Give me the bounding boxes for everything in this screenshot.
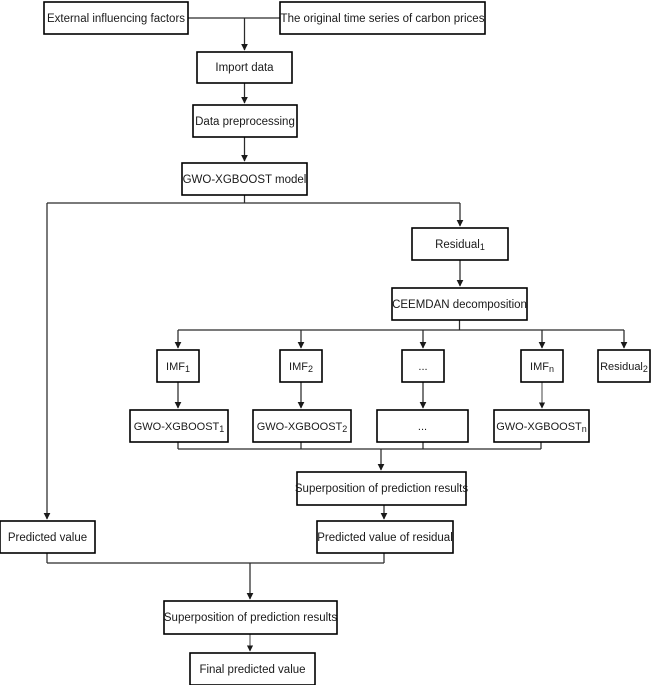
node-imf1[interactable]: IMF1	[156, 349, 200, 383]
node-label-final-predicted-value: Final predicted value	[199, 664, 305, 676]
node-label-ceemdan-decomposition: CEEMDAN decomposition	[392, 299, 527, 311]
node-superposition-lower[interactable]: Superposition of prediction results	[163, 600, 338, 635]
node-residual2[interactable]: Residual2	[597, 349, 651, 383]
node-label-external-influencing-factors: External influencing factors	[47, 13, 185, 25]
node-data-preprocessing[interactable]: Data preprocessing	[192, 104, 298, 138]
node-imf2[interactable]: IMF2	[279, 349, 323, 383]
node-gwo-xgboost-1[interactable]: GWO-XGBOOST1	[129, 409, 229, 443]
node-label-gwo-xgboost-2: GWO-XGBOOST2	[257, 421, 348, 434]
node-superposition-upper[interactable]: Superposition of prediction results	[295, 471, 468, 506]
node-gwo-xgboost-2[interactable]: GWO-XGBOOST2	[252, 409, 352, 443]
edge-layer	[43, 17, 628, 652]
node-predicted-value[interactable]: Predicted value	[0, 520, 96, 554]
node-residual1[interactable]: Residual1	[411, 227, 509, 261]
node-label-gwo-xgboost-model: GWO-XGBOOST model	[183, 174, 307, 186]
node-imfn[interactable]: IMFn	[520, 349, 564, 383]
node-label-original-time-series: The original time series of carbon price…	[281, 13, 485, 25]
node-label-imfn: IMFn	[530, 361, 554, 374]
node-original-time-series[interactable]: The original time series of carbon price…	[279, 1, 486, 35]
node-label-imf2: IMF2	[289, 361, 313, 374]
node-label-residual2: Residual2	[600, 361, 648, 374]
node-label-superposition-lower: Superposition of prediction results	[164, 612, 337, 624]
node-gwo-xgboost-model[interactable]: GWO-XGBOOST model	[181, 162, 308, 196]
node-label-imf-ellipsis: ...	[418, 361, 427, 373]
node-label-predicted-value-of-residual: Predicted value of residual	[317, 532, 453, 544]
node-label-import-data: Import data	[215, 62, 274, 74]
node-label-data-preprocessing: Data preprocessing	[195, 116, 295, 128]
node-gwo-xgboost-n[interactable]: GWO-XGBOOSTn	[493, 409, 590, 443]
node-label-superposition-upper: Superposition of prediction results	[295, 483, 468, 495]
node-label-residual1: Residual1	[435, 239, 485, 252]
node-external-influencing-factors[interactable]: External influencing factors	[43, 1, 189, 35]
node-label-model-ellipsis: ...	[418, 421, 427, 433]
node-model-ellipsis[interactable]: ...	[376, 409, 469, 443]
node-imf-ellipsis[interactable]: ...	[401, 349, 445, 383]
node-label-imf1: IMF1	[166, 361, 190, 374]
node-ceemdan-decomposition[interactable]: CEEMDAN decomposition	[391, 287, 528, 321]
node-label-gwo-xgboost-1: GWO-XGBOOST1	[134, 421, 225, 434]
node-label-gwo-xgboost-n: GWO-XGBOOSTn	[496, 421, 587, 434]
node-predicted-value-of-residual[interactable]: Predicted value of residual	[316, 520, 454, 554]
node-final-predicted-value[interactable]: Final predicted value	[189, 652, 316, 685]
node-label-predicted-value: Predicted value	[8, 532, 87, 544]
node-import-data[interactable]: Import data	[196, 51, 293, 84]
